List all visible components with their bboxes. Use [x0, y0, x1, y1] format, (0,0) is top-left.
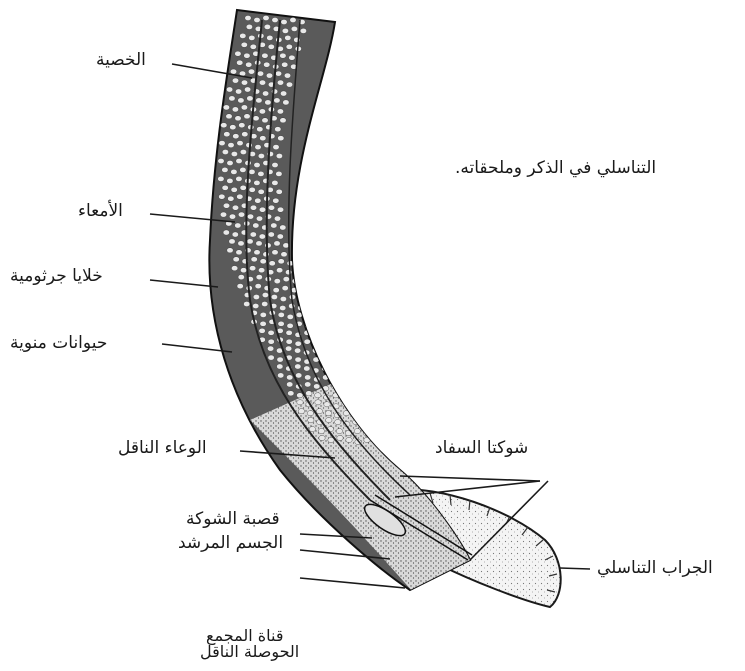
- caption-text: التناسلي في الذكر وملحقاته.: [455, 160, 656, 177]
- label-vas-deferens: الوعاء الناقل: [118, 440, 207, 457]
- label-sperm: حيوانات منوية: [10, 335, 107, 352]
- label-bottom-line2: الحوصلة الناقل: [200, 644, 299, 660]
- label-germ-cells: خلايا جرثومية: [10, 268, 103, 285]
- label-spicule-sheath: قصبة الشوكة: [186, 511, 280, 528]
- label-bursa: الجراب التناسلي: [597, 560, 713, 577]
- label-gubernaculum: الجسم المرشد: [178, 535, 283, 552]
- label-intestine: الأمعاء: [78, 203, 123, 220]
- label-spicules: شوكتا السفاد: [435, 440, 528, 457]
- label-testis: الخصية: [96, 52, 146, 69]
